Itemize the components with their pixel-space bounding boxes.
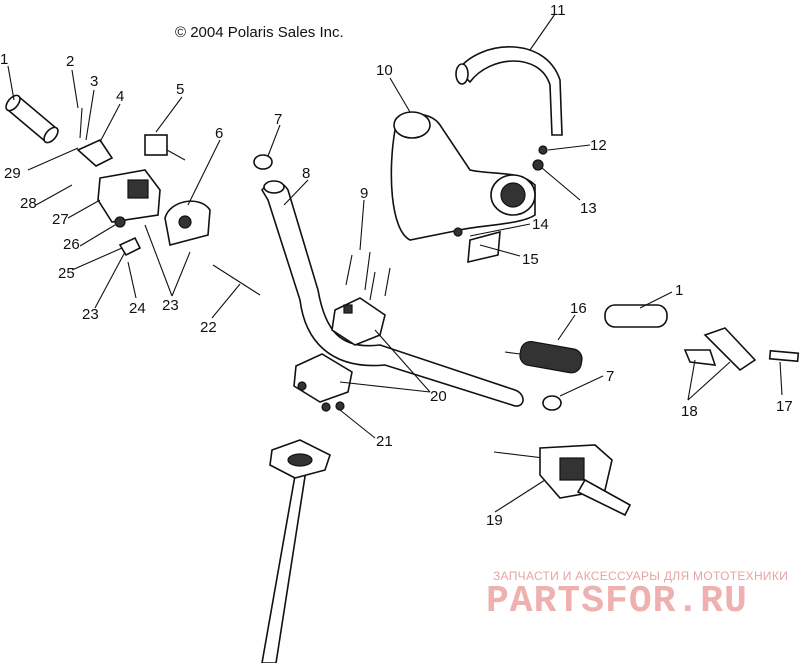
left-control-housing [97, 169, 161, 223]
callout-6: 6 [215, 125, 223, 142]
handlebar [261, 180, 524, 407]
steering-post [261, 439, 331, 663]
callout-16: 16 [570, 300, 587, 317]
arc-bracket [455, 46, 563, 136]
callout-19: 19 [486, 512, 503, 529]
callout-10: 10 [376, 62, 393, 79]
callout-15: 15 [522, 251, 539, 268]
lever-end-18 [683, 327, 757, 372]
clamp-bolts [345, 251, 391, 301]
callout-14: 14 [532, 216, 549, 233]
end-cap-bottom [542, 395, 562, 411]
callout-8: 8 [302, 165, 310, 182]
callout-1: 1 [0, 51, 8, 68]
left-grip [5, 94, 59, 144]
headlight-pod [390, 111, 536, 241]
callout-22: 22 [200, 319, 217, 336]
callout-11: 11 [550, 2, 566, 19]
callout-20: 20 [430, 388, 447, 405]
plate-25 [118, 236, 142, 257]
small-bracket [453, 227, 501, 264]
throttle-grip [504, 340, 583, 374]
callout-18: 18 [681, 403, 698, 420]
callout-7-bottom: 7 [606, 368, 614, 385]
callout-3: 3 [90, 73, 98, 90]
end-cap-top [253, 154, 273, 170]
callout-2: 2 [66, 53, 74, 70]
callout-23-right: 23 [162, 297, 179, 314]
callout-26: 26 [63, 236, 80, 253]
callout-1-right: 1 [675, 282, 683, 299]
watermark-logo: PARTSFOR.RU [486, 580, 748, 623]
callout-13: 13 [580, 200, 597, 217]
callout-25: 25 [58, 265, 75, 282]
copyright-notice: © 2004 Polaris Sales Inc. [175, 24, 344, 41]
leader-lines [7, 13, 783, 513]
pin-17 [768, 349, 800, 363]
nut-26 [114, 216, 126, 228]
callout-24: 24 [129, 300, 146, 317]
callout-29: 29 [4, 165, 21, 182]
left-clamp [76, 107, 114, 167]
switch-housing-6 [164, 200, 211, 246]
switch-5 [144, 134, 186, 161]
callout-21: 21 [376, 433, 393, 450]
callout-4: 4 [116, 88, 124, 105]
cable-22 [212, 264, 261, 296]
callout-23-left: 23 [82, 306, 99, 323]
callout-5: 5 [176, 81, 184, 98]
brake-lever-assembly [493, 444, 632, 517]
callout-9: 9 [360, 185, 368, 202]
callout-12: 12 [590, 137, 607, 154]
washer-12 [538, 145, 548, 155]
callout-27: 27 [52, 211, 69, 228]
callout-28: 28 [20, 195, 37, 212]
nut-13 [532, 159, 544, 171]
handlebar-clamp-lower [293, 353, 353, 412]
callout-17: 17 [776, 398, 793, 415]
right-grip [604, 304, 668, 328]
watermark-caption: ЗАПЧАСТИ И АКСЕССУАРЫ ДЛЯ МОТОТЕХНИКИ [493, 569, 789, 583]
callout-7: 7 [274, 111, 282, 128]
